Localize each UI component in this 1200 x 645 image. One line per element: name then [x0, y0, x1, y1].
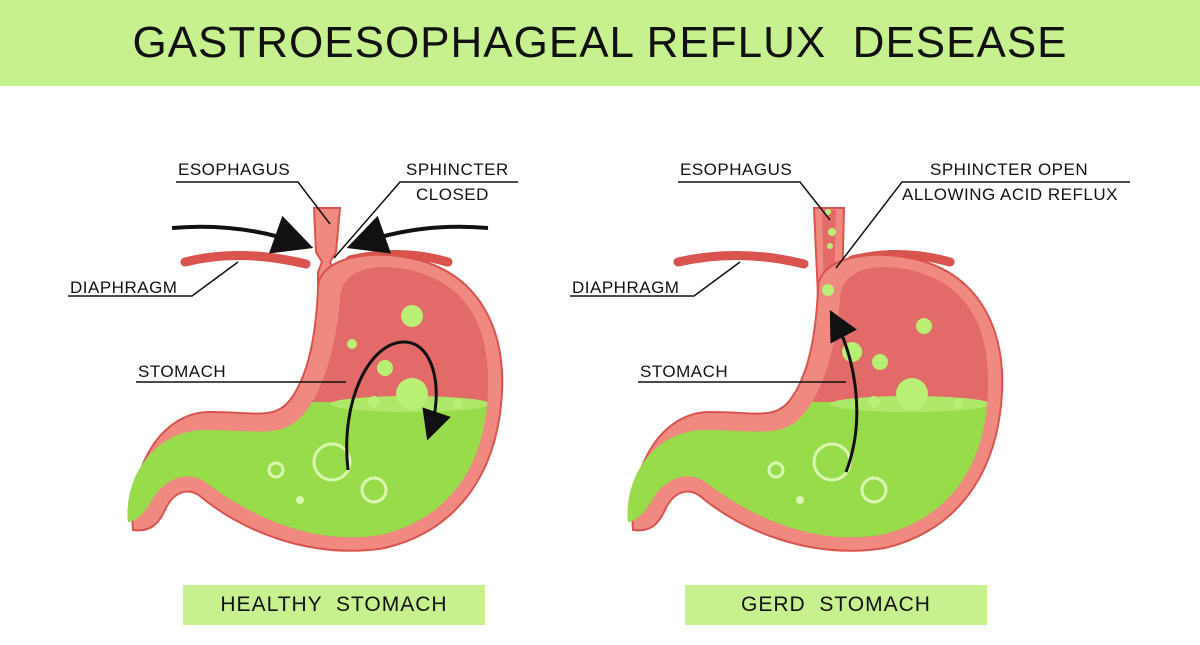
label-esophagus-gerd: ESOPHAGUS [680, 160, 793, 179]
leader-sphincter-right [835, 181, 1130, 269]
leader-sphincter-left [333, 181, 518, 259]
label-diaphragm-healthy: DIAPHRAGM [70, 278, 178, 297]
label-stomach-gerd: STOMACH [640, 362, 729, 381]
closing-arrow-right [346, 215, 489, 254]
acid-circulation-arrow [345, 340, 451, 471]
leader-diaphragm-left [68, 261, 239, 297]
acid-reflux-arrow [829, 310, 859, 473]
label-sphincter-state-healthy: CLOSED [416, 185, 489, 204]
closing-arrow-left [171, 215, 314, 254]
caption-healthy-stomach: HEALTHY STOMACH [183, 585, 485, 625]
healthy-stomach-illustration [68, 181, 518, 552]
leader-diaphragm-right [570, 261, 741, 297]
label-diaphragm-gerd: DIAPHRAGM [572, 278, 680, 297]
page-title: GASTROESOPHAGEAL REFLUX DESEASE [132, 18, 1068, 67]
leader-esophagus-left [176, 181, 331, 225]
leader-esophagus-right [678, 181, 831, 221]
diaphragm-left-muscle [673, 251, 809, 269]
title-banner [0, 0, 1200, 86]
label-esophagus-healthy: ESOPHAGUS [178, 160, 291, 179]
label-sphincter-gerd: SPHINCTER OPEN [930, 160, 1089, 179]
caption-gerd-stomach: GERD STOMACH [685, 585, 987, 625]
gerd-stomach-illustration [570, 181, 1130, 552]
label-sphincter-healthy: SPHINCTER [406, 160, 509, 179]
label-sphincter-state-gerd: ALLOWING ACID REFLUX [902, 185, 1118, 204]
label-stomach-healthy: STOMACH [138, 362, 227, 381]
diaphragm-left-muscle [180, 251, 311, 269]
